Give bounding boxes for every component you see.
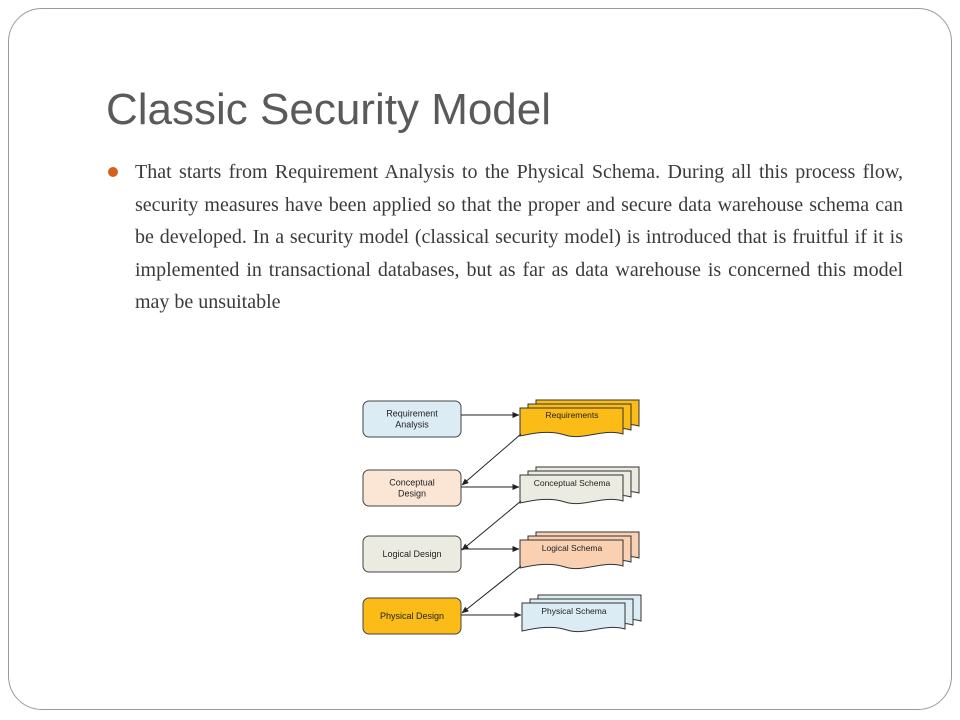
document-label: Conceptual Schema	[534, 478, 611, 488]
document-stack-requirements: Requirements	[519, 399, 640, 438]
arrow-logical-schema-to-physical-design	[461, 565, 522, 614]
process-label-line: Conceptual	[389, 478, 435, 488]
process-label-line: Physical Design	[380, 611, 444, 621]
process-label-line: Requirement	[386, 409, 438, 419]
document-label: Requirements	[546, 410, 599, 420]
slide-title: Classic Security Model	[106, 85, 552, 134]
bullet-text: That starts from Requirement Analysis to…	[135, 161, 903, 313]
process-box-physical-design: Physical Design	[362, 597, 462, 635]
svg-text:Physical Design: Physical Design	[380, 611, 444, 621]
bullet-dot-icon	[108, 167, 118, 177]
slide-frame	[8, 8, 952, 710]
document-stack-conceptual-schema: Conceptual Schema	[519, 466, 640, 505]
document-stack-physical-schema: Physical Schema	[521, 594, 642, 633]
arrow-requirements-to-conceptual-design	[461, 433, 522, 486]
document-label: Physical Schema	[541, 606, 606, 616]
arrow-conceptual-schema-to-logical-design	[461, 500, 522, 551]
process-box-logical-design: Logical Design	[362, 535, 462, 573]
process-label-line: Design	[398, 489, 426, 499]
process-label-line: Logical Design	[382, 549, 441, 559]
svg-text:Logical Design: Logical Design	[382, 549, 441, 559]
document-stack-logical-schema: Logical Schema	[519, 531, 640, 570]
process-label-line: Analysis	[395, 420, 429, 430]
document-label: Logical Schema	[542, 543, 603, 553]
